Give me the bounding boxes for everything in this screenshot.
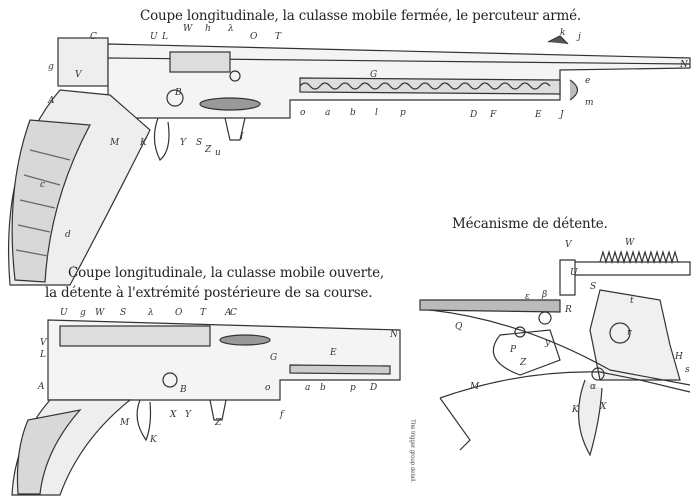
- side-note: The trigger group detail.: [408, 419, 415, 483]
- part-label: K: [150, 435, 157, 445]
- part-label: Z: [205, 145, 212, 155]
- part-label: E: [535, 110, 542, 120]
- part-label: o: [300, 108, 306, 118]
- bottom-caption-line1: Coupe longitudinale, la culasse mobile o…: [68, 265, 384, 281]
- top-caption: Coupe longitudinale, la culasse mobile f…: [140, 8, 581, 24]
- part-label: j: [578, 32, 581, 42]
- part-label: p: [400, 108, 406, 118]
- part-label: U: [570, 268, 578, 278]
- part-label: X: [170, 410, 177, 420]
- part-label: M: [470, 382, 480, 392]
- part-label: U: [150, 32, 158, 42]
- part-label: V: [565, 240, 572, 250]
- top-section-drawing: [57, 35, 691, 161]
- part-label: K: [572, 405, 579, 415]
- part-label: s: [685, 365, 690, 375]
- part-label: f: [280, 410, 284, 420]
- part-label: O: [175, 308, 183, 318]
- part-label: m: [585, 98, 594, 108]
- part-label: A: [225, 308, 232, 318]
- part-label: C: [90, 32, 97, 42]
- part-label: k: [560, 28, 566, 38]
- part-label: U: [60, 308, 68, 318]
- part-label: M: [110, 138, 120, 148]
- part-label: G: [370, 70, 378, 80]
- trigger-caption: Mécanisme de détente.: [452, 216, 608, 232]
- part-label: N: [680, 60, 688, 70]
- part-label: g: [48, 62, 54, 72]
- part-label: λ: [228, 24, 234, 34]
- bottom-section-drawing: [11, 319, 401, 496]
- part-label: Y: [185, 410, 191, 420]
- part-label: g: [80, 308, 86, 318]
- part-label: ε: [525, 292, 530, 302]
- part-label: l: [375, 108, 378, 118]
- part-label: d: [65, 230, 71, 240]
- part-label: N: [390, 330, 398, 340]
- bottom-caption-line2: la détente à l'extrémité postérieure de …: [45, 285, 373, 301]
- part-label: c: [40, 180, 46, 190]
- part-label: T: [200, 308, 207, 318]
- part-label: S: [590, 282, 597, 292]
- part-label: Q: [455, 322, 463, 332]
- part-label: h: [205, 24, 211, 34]
- part-label: P: [510, 345, 517, 355]
- part-label: u: [215, 148, 221, 158]
- part-label: L: [162, 32, 168, 42]
- part-label: λ: [148, 308, 154, 318]
- part-label: β: [542, 290, 548, 300]
- part-label: X: [600, 402, 607, 412]
- part-label: S: [196, 138, 203, 148]
- part-label: a: [325, 108, 331, 118]
- part-label: a: [305, 383, 311, 393]
- part-label: O: [250, 32, 258, 42]
- part-label: W: [95, 308, 105, 318]
- part-label: α: [590, 382, 597, 392]
- part-label: A: [48, 96, 55, 106]
- part-label: F: [490, 110, 497, 120]
- part-label: r: [627, 328, 632, 338]
- part-label: S: [120, 308, 127, 318]
- part-label: B: [175, 88, 182, 98]
- part-label: W: [183, 24, 193, 34]
- part-label: J: [560, 110, 564, 120]
- part-label: E: [330, 348, 337, 358]
- part-label: C: [230, 308, 237, 318]
- trigger-mechanism-drawing: [419, 249, 691, 457]
- part-label: o: [265, 383, 271, 393]
- part-label: R: [565, 305, 572, 315]
- part-label: D: [370, 383, 378, 393]
- part-label: L: [40, 350, 46, 360]
- part-label: W: [625, 238, 635, 248]
- part-label: y: [545, 338, 551, 348]
- part-label: K: [140, 138, 147, 148]
- part-label: H: [675, 352, 683, 362]
- part-label: Z: [215, 418, 222, 428]
- top-magazine-drawing: [7, 89, 151, 286]
- part-label: A: [38, 382, 45, 392]
- part-label: e: [585, 76, 591, 86]
- part-label: b: [320, 383, 326, 393]
- part-label: T: [275, 32, 282, 42]
- part-label: Y: [180, 138, 186, 148]
- part-label: G: [270, 353, 278, 363]
- part-label: V: [40, 338, 47, 348]
- part-label: Z: [520, 358, 527, 368]
- part-label: b: [350, 108, 356, 118]
- part-label: I: [240, 132, 244, 142]
- part-label: p: [350, 383, 356, 393]
- part-label: D: [470, 110, 478, 120]
- part-label: V: [75, 70, 82, 80]
- part-label: t: [630, 296, 634, 306]
- part-label: B: [180, 385, 187, 395]
- part-label: M: [120, 418, 130, 428]
